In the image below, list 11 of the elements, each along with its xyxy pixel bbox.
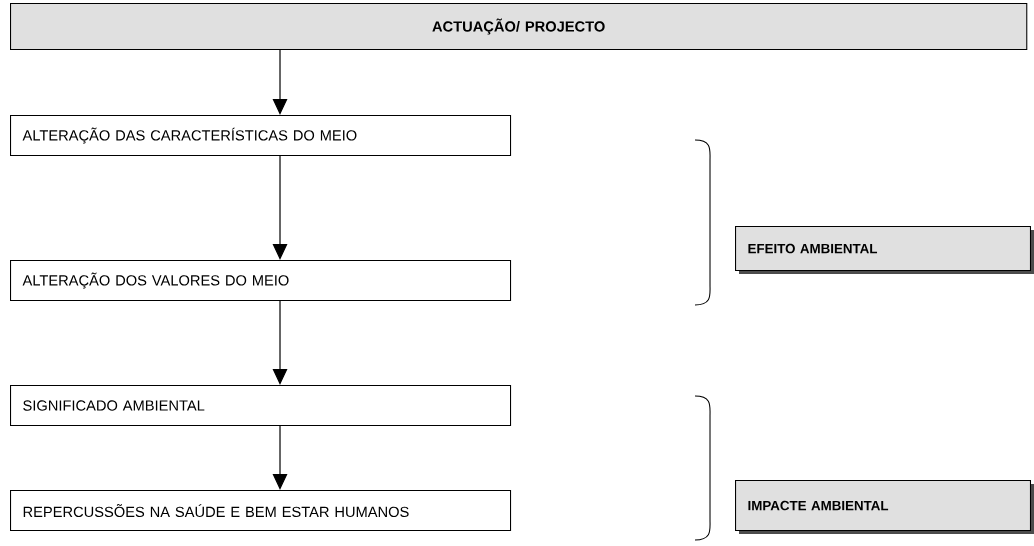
arrow xyxy=(272,300,288,385)
process-box: ALTERAÇÃO DOS VALORES DO MEIO xyxy=(10,260,512,302)
category-box: IMPACTE AMBIENTAL xyxy=(735,480,1034,534)
arrow xyxy=(272,155,288,260)
arrow xyxy=(272,49,288,115)
process-box: REPERCUSSÕES NA SAÚDE E BEM ESTAR HUMANOS xyxy=(10,490,512,532)
process-box: ALTERAÇÃO DAS CARACTERÍSTICAS DO MEIO xyxy=(10,115,512,157)
process-box: SIGNIFICADO AMBIENTAL xyxy=(10,385,512,427)
header-bar: ACTUAÇÃO/ PROJECTO xyxy=(10,3,1028,51)
category-box: EFEITO AMBIENTAL xyxy=(735,226,1034,274)
arrow xyxy=(272,425,288,490)
